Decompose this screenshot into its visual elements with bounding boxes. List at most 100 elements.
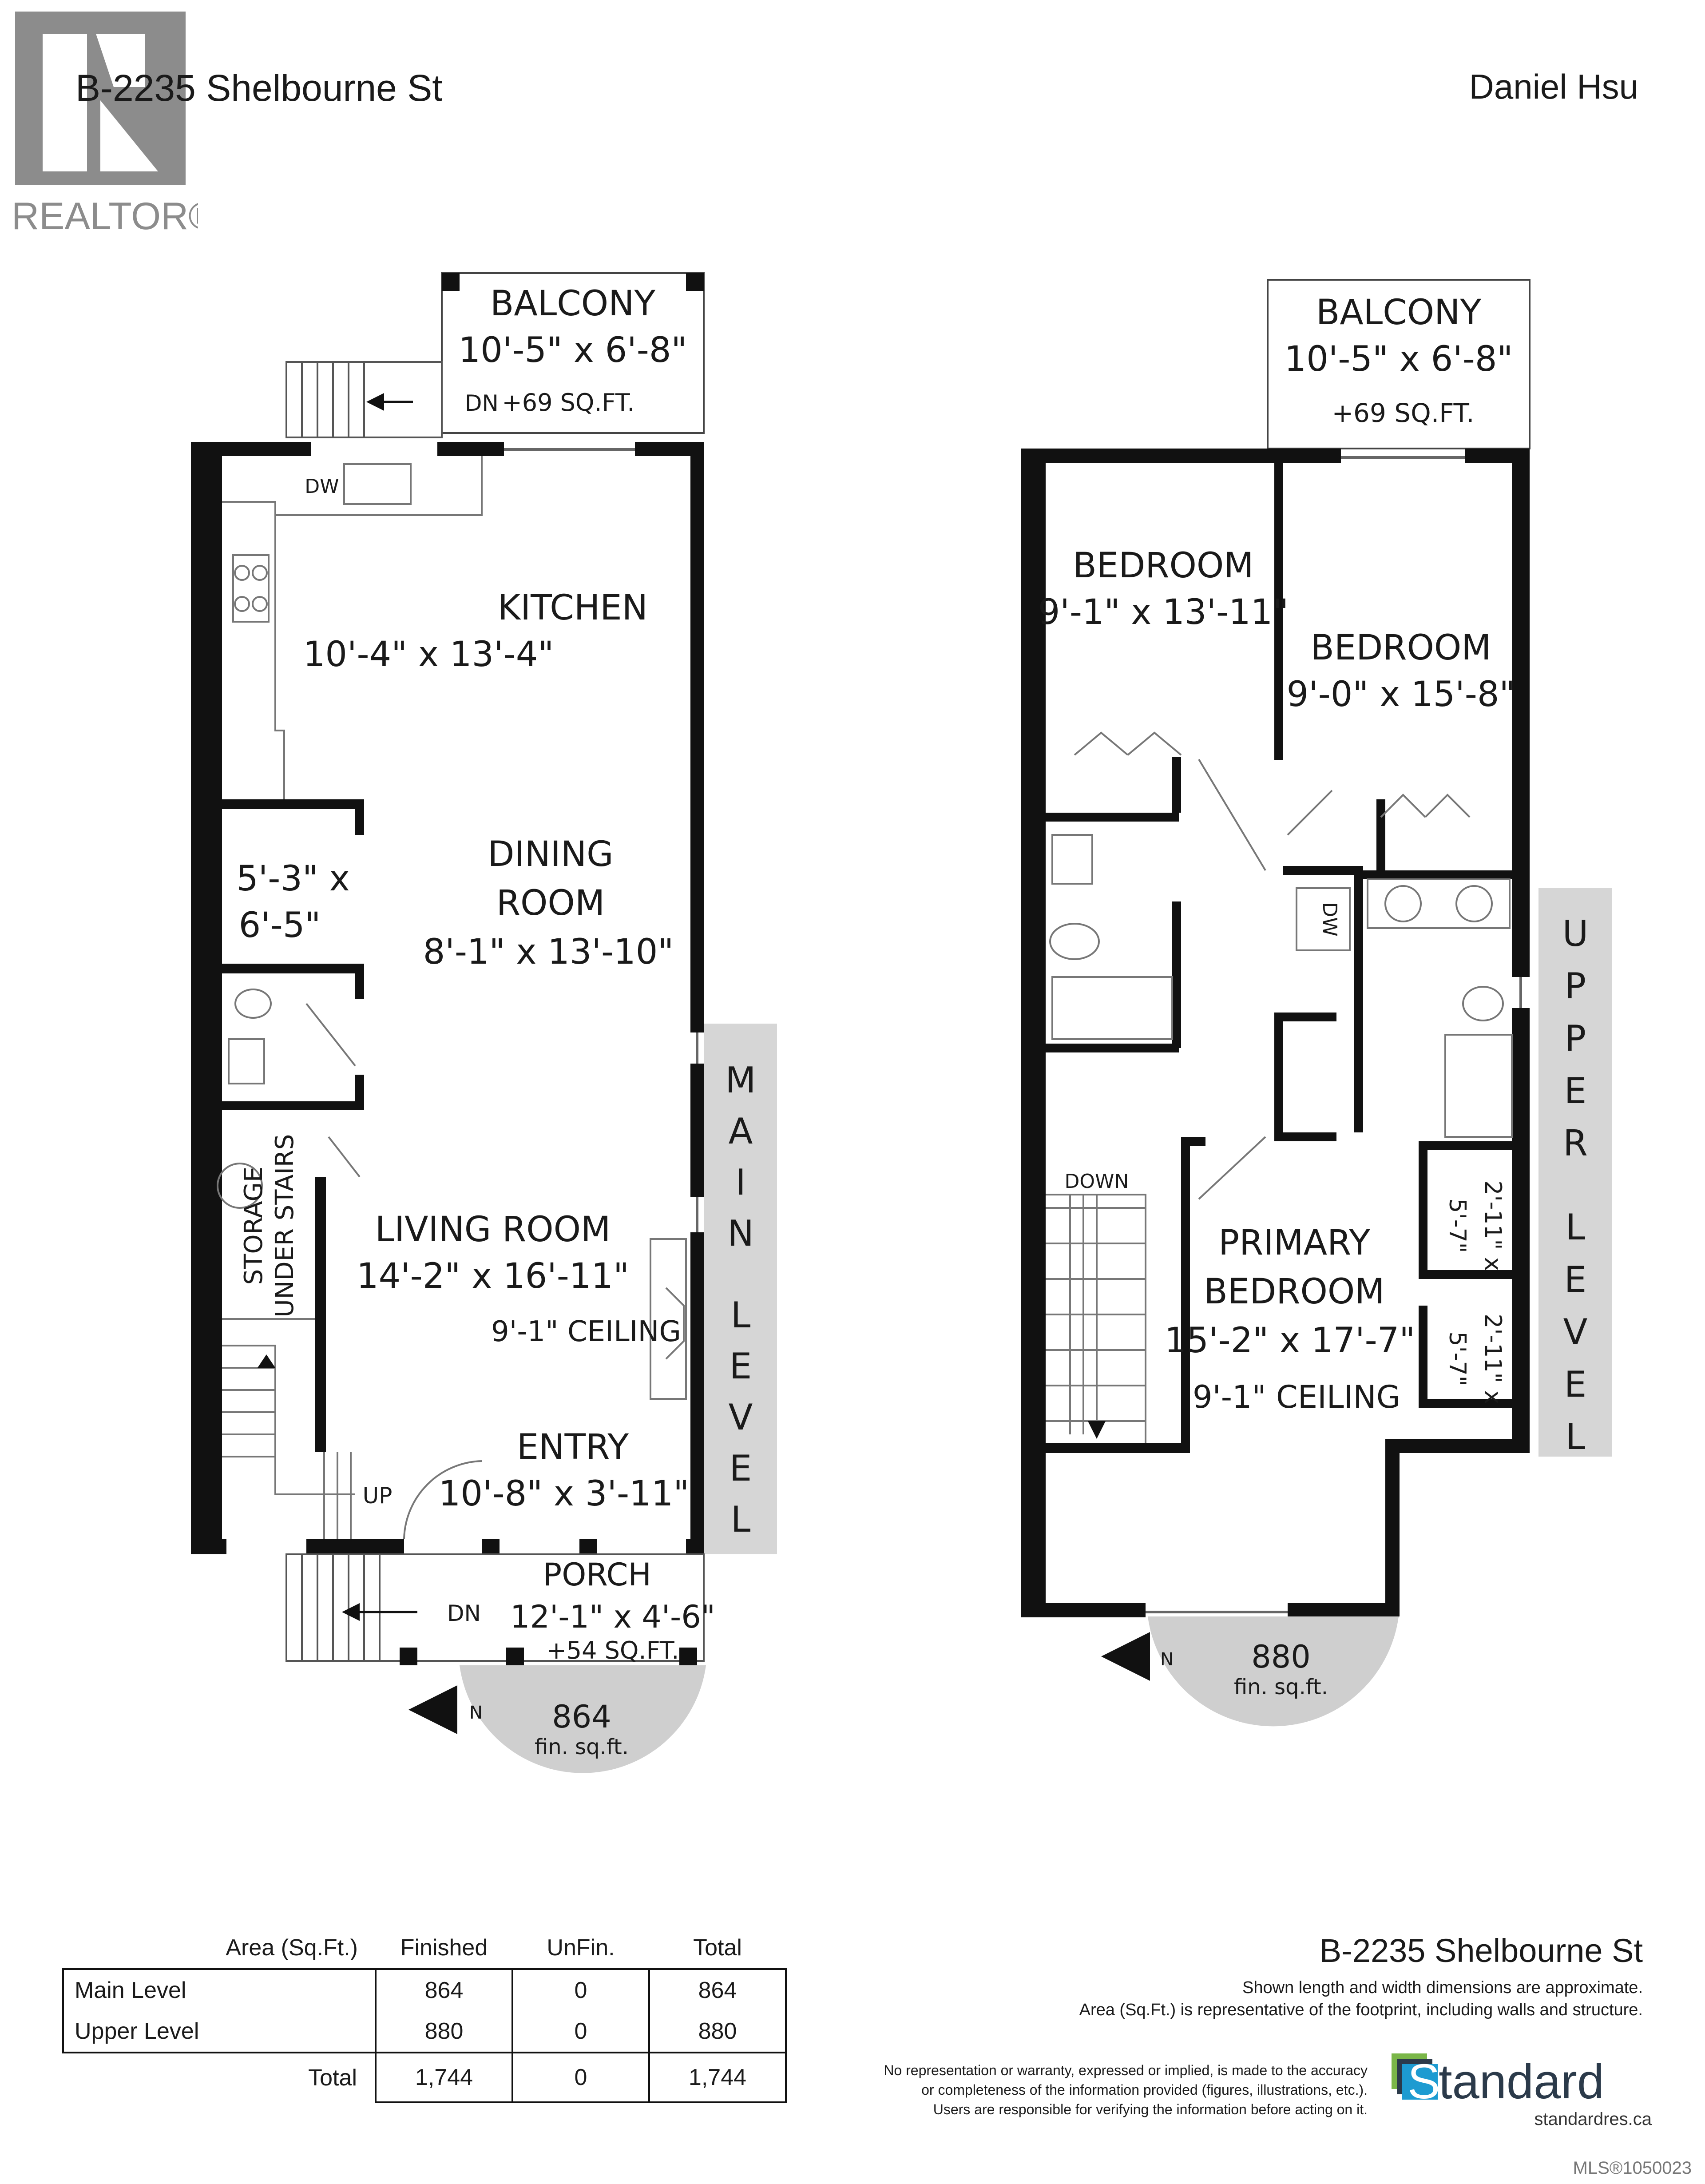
porch-name: PORCH — [543, 1557, 651, 1593]
arrow-left-icon — [366, 393, 384, 411]
main-balcony-stairs — [285, 361, 443, 438]
header-finished: Finished — [400, 1935, 488, 1961]
upper-area-value: 880 — [1251, 1639, 1311, 1675]
row-main-total: 864 — [648, 1968, 787, 2011]
area-table: Area (Sq.Ft.) Finished UnFin. Total Main… — [62, 1927, 787, 2103]
main-area-value: 864 — [552, 1699, 611, 1735]
storage-stairs-1: STORAGE — [239, 1167, 268, 1285]
arrow-down-icon — [1088, 1421, 1106, 1439]
upper-balcony-area: +69 SQ.FT. — [1332, 398, 1474, 428]
upper-north-label: N — [1160, 1649, 1174, 1670]
row-main-unfin: 0 — [512, 1968, 650, 2011]
brand-url: standardres.ca — [1534, 2109, 1652, 2129]
table-row: Upper Level 880 0 880 — [62, 2011, 787, 2053]
main-stairs — [217, 1136, 361, 1539]
porch-dims: 12'-1" x 4'-6" — [510, 1599, 715, 1635]
fireplace — [650, 1238, 687, 1400]
footer-note-2: Area (Sq.Ft.) is representative of the f… — [1079, 2001, 1643, 2019]
north-arrow-icon — [408, 1685, 457, 1734]
row-total-total: 1,744 — [648, 2053, 787, 2103]
table-row-total: Total 1,744 0 1,744 — [63, 2053, 787, 2103]
living-dims: 14'-2" x 16'-11" — [357, 1256, 629, 1296]
closet1-dims-1: 2'-11" x — [1479, 1180, 1506, 1271]
arrow-left-icon — [342, 1603, 360, 1621]
upper-dw-label: DW — [1318, 902, 1341, 936]
main-north-label: N — [469, 1703, 483, 1723]
upper-level-plan: BALCONY 10'-5" x 6'-8" BEDROOM 9'-1" x 1… — [1021, 279, 1612, 1727]
main-level-band — [704, 1024, 777, 1554]
living-ceiling: 9'-1" CEILING — [491, 1315, 681, 1348]
standard-logo: S tandard standardres.ca — [1390, 2052, 1656, 2132]
header-agent: Daniel Hsu — [1469, 67, 1638, 106]
row-total-label: Total — [308, 2065, 357, 2091]
storage-closet-dims-2: 6'-5" — [239, 905, 321, 945]
bedroom1-name: BEDROOM — [1073, 546, 1253, 586]
header-unfin: UnFin. — [547, 1935, 615, 1961]
row-total-finished: 1,744 — [375, 2053, 513, 2103]
realtor-logo: REALTOR® — [12, 12, 217, 238]
main-level-plan: BALCONY 10'-5" x 6'-8" KITCHEN 10'-4" x … — [191, 272, 777, 1773]
area-table-header: Area (Sq.Ft.) Finished UnFin. Total — [63, 1927, 786, 1969]
up-label: UP — [363, 1483, 393, 1509]
bedroom1-dims: 9'-1" x 13'-11" — [1038, 592, 1289, 632]
header-total: Total — [693, 1935, 742, 1961]
primary-name-1: PRIMARY — [1218, 1223, 1370, 1263]
realtor-r-icon: REALTOR® — [12, 12, 217, 238]
realtor-text: REALTOR® — [12, 195, 198, 234]
dining-dims: 8'-1" x 13'-10" — [423, 932, 674, 972]
footer-note-1: Shown length and width dimensions are ap… — [1242, 1978, 1643, 1997]
down-label: DOWN — [1065, 1170, 1129, 1193]
row-upper-finished: 880 — [375, 2011, 513, 2053]
kitchen-dims: 10'-4" x 13'-4" — [303, 635, 554, 675]
kitchen-name: KITCHEN — [498, 588, 648, 628]
closet1-dims-2: 5'-7" — [1444, 1198, 1471, 1253]
row-upper-label: Upper Level — [62, 2011, 377, 2053]
table-row: Main Level 864 0 864 — [62, 1968, 787, 2011]
arrow-up-icon — [258, 1354, 275, 1368]
porch-outline — [285, 1553, 705, 1662]
dining-name-1: DINING — [488, 834, 613, 874]
bedroom2-dims: 9'-0" x 15'-8" — [1287, 675, 1515, 715]
upper-level-band — [1538, 888, 1612, 1457]
entry-dims: 10'-8" x 3'-11" — [439, 1474, 689, 1514]
header-address: B-2235 Shelbourne St — [75, 67, 443, 109]
closet2-dims-1: 2'-11" x — [1479, 1314, 1506, 1404]
header-area: Area (Sq.Ft.) — [226, 1935, 358, 1961]
upper-area-unit: fin. sq.ft. — [1234, 1675, 1328, 1700]
storage-closet-dims-1: 5'-3" x — [236, 859, 350, 899]
main-balcony-outline — [441, 272, 705, 434]
upper-stairs — [1046, 1194, 1146, 1443]
primary-dims: 15'-2" x 17'-7" — [1165, 1321, 1415, 1361]
dining-name-2: ROOM — [496, 883, 605, 923]
footer-address: B-2235 Shelbourne St — [1319, 1932, 1643, 1969]
storage-stairs-2: UNDER STAIRS — [270, 1134, 299, 1318]
standard-logo-icon — [1392, 2053, 1438, 2100]
main-balcony-area: +69 SQ.FT. — [502, 389, 635, 417]
row-upper-unfin: 0 — [512, 2011, 650, 2053]
disclaimer-line-2: or completeness of the information provi… — [921, 2082, 1368, 2098]
upper-balcony-outline — [1267, 279, 1531, 449]
primary-ceiling: 9'-1" CEILING — [1193, 1379, 1400, 1415]
living-name: LIVING ROOM — [375, 1210, 611, 1250]
closet2-dims-2: 5'-7" — [1444, 1331, 1471, 1386]
row-main-finished: 864 — [375, 1968, 513, 2011]
upper-compass — [1148, 1616, 1399, 1727]
upper-balcony-name: BALCONY — [1316, 293, 1482, 333]
north-arrow-icon — [1101, 1632, 1150, 1681]
bedroom2-name: BEDROOM — [1310, 628, 1491, 668]
upper-balcony-dims: 10'-5" x 6'-8" — [1285, 339, 1513, 379]
dn-label-top: DN — [465, 390, 499, 416]
main-balcony-name: BALCONY — [490, 284, 656, 324]
porch-area: +54 SQ.FT. — [547, 1636, 679, 1664]
powder-room-fixtures — [228, 989, 356, 1084]
main-area-unit: fin. sq.ft. — [535, 1735, 629, 1759]
upper-bath-fixtures — [1049, 731, 1513, 1200]
kitchen-counters — [222, 456, 483, 799]
disclaimer-line-3: Users are responsible for verifying the … — [933, 2101, 1368, 2117]
dw-label: DW — [305, 475, 339, 498]
row-total-unfin: 0 — [512, 2053, 650, 2103]
brand-initial: S — [1408, 2054, 1440, 2109]
brand-name: tandard — [1439, 2054, 1605, 2109]
